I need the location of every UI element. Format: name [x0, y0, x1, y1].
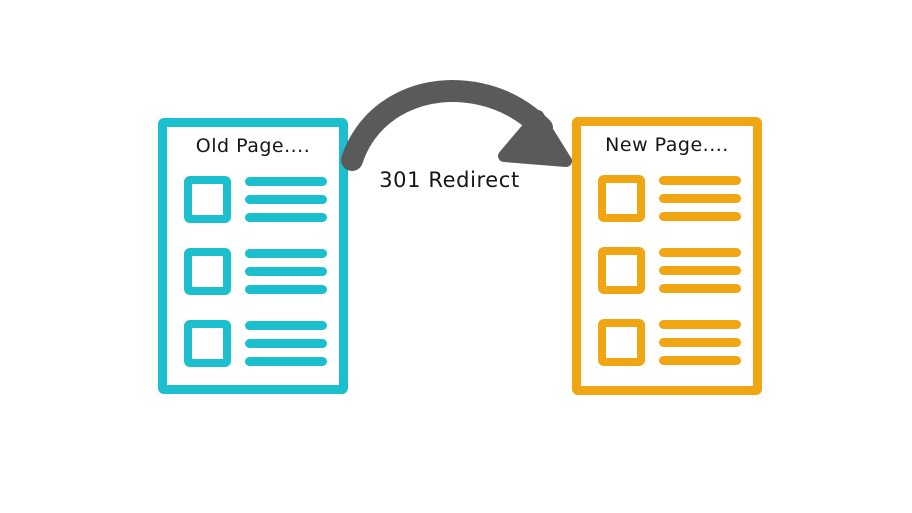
text-line: [245, 248, 327, 258]
text-line: [245, 320, 327, 330]
old-page-row-1: [184, 170, 329, 228]
text-line: [659, 319, 741, 329]
text-lines: [245, 248, 329, 294]
text-line: [659, 175, 741, 185]
old-page-row-2: [184, 242, 329, 300]
redirect-label: 301 Redirect: [379, 168, 520, 192]
text-line: [245, 212, 327, 222]
text-lines: [659, 319, 743, 365]
old-page-row-3: [184, 314, 329, 372]
checkbox-icon: [598, 318, 645, 366]
checkbox-icon: [184, 247, 231, 295]
checkbox-icon: [184, 175, 231, 223]
new-page-title: New Page....: [605, 134, 729, 156]
text-lines: [659, 247, 743, 293]
new-page-row-1: [598, 169, 743, 227]
text-lines: [659, 175, 743, 221]
text-line: [245, 284, 327, 294]
new-page-row-2: [598, 241, 743, 299]
new-page-rows: [598, 169, 743, 371]
text-line: [245, 176, 327, 186]
old-page-title: Old Page....: [195, 135, 311, 157]
text-lines: [245, 320, 329, 366]
text-line: [245, 356, 327, 366]
curved-arrow-right-icon: [341, 80, 572, 171]
text-line: [659, 355, 741, 365]
text-lines: [245, 176, 329, 222]
text-line: [245, 338, 327, 348]
text-line: [659, 211, 741, 221]
checkbox-icon: [184, 319, 231, 367]
text-line: [245, 194, 327, 204]
new-page-row-3: [598, 313, 743, 371]
text-line: [659, 193, 741, 203]
text-line: [659, 265, 741, 275]
text-line: [659, 247, 741, 257]
text-line: [659, 283, 741, 293]
old-page-rows: [184, 170, 329, 372]
old-page-document-card: Old Page....: [158, 118, 348, 394]
text-line: [245, 266, 327, 276]
text-line: [659, 337, 741, 347]
checkbox-icon: [598, 246, 645, 294]
checkbox-icon: [598, 174, 645, 222]
new-page-document-card: New Page....: [572, 117, 762, 395]
